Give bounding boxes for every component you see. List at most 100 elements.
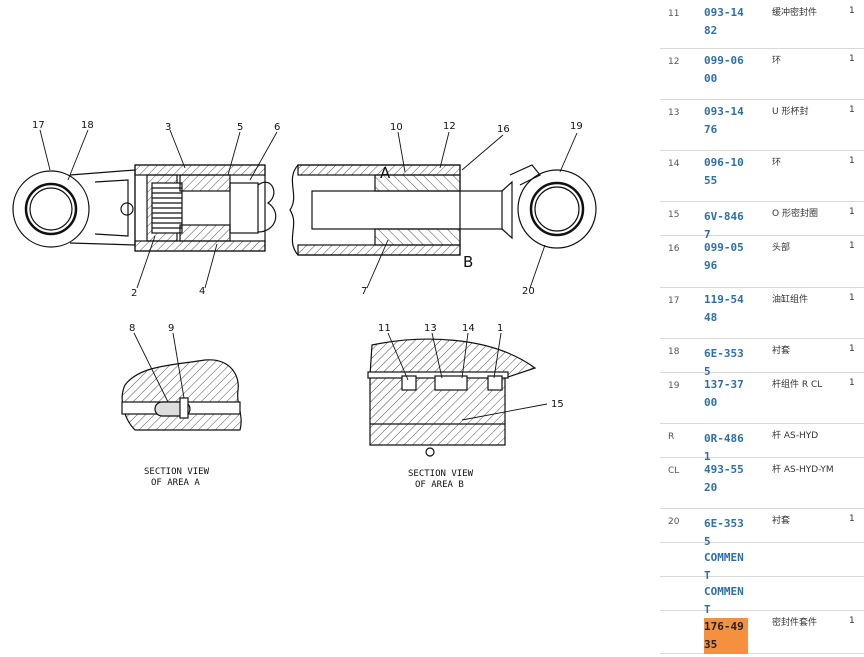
section-view-area-b [367, 338, 537, 457]
part-description: 油缸组件 [772, 295, 809, 305]
part-number-link[interactable]: 6V-8467 [704, 210, 744, 241]
parts-row: COMMENT [660, 542, 864, 582]
item-index: 17 [668, 296, 680, 306]
item-index: 12 [668, 57, 680, 67]
callout-9: 9 [168, 323, 174, 334]
part-description: 环 [772, 56, 782, 66]
part-description: 杆 AS-HYD [772, 431, 819, 441]
leader-lines [39, 129, 578, 421]
callout-17: 17 [32, 120, 45, 131]
section-a-caption-line1: SECTION VIEW [144, 467, 210, 477]
part-quantity: 1 [849, 207, 855, 217]
part-number-link[interactable]: 119-5448 [704, 293, 744, 324]
section-a-caption-line2: OF AREA A [151, 478, 200, 488]
parts-row: 14 096-1055 环 1 [660, 150, 864, 202]
item-index: 19 [668, 381, 680, 391]
part-description: 密封件套件 [772, 618, 818, 628]
parts-row: 176-4935 密封件套件 1 [660, 610, 864, 654]
parts-row: 15 6V-8467 O 形密封圈 1 [660, 201, 864, 241]
parts-row: 17 119-5448 油缸组件 1 [660, 287, 864, 339]
parts-row: 11 093-1482 缓冲密封件 1 [660, 0, 864, 49]
part-quantity: 1 [849, 241, 855, 251]
part-description: U 形杯封 [772, 107, 809, 117]
item-index: R [668, 432, 675, 442]
part-quantity: 1 [849, 105, 855, 115]
part-quantity: 1 [849, 293, 855, 303]
part-description: 杆组件 R CL [772, 380, 823, 390]
section-b-caption-line1: SECTION VIEW [408, 469, 474, 479]
parts-row: 16 099-0596 头部 1 [660, 235, 864, 288]
callout-16: 16 [497, 124, 510, 135]
callout-labels: 17 18 3 5 6 10 12 16 19 2 4 7 20 A B 8 9… [32, 120, 583, 410]
callout-15: 15 [551, 399, 564, 410]
part-number-link[interactable]: 6E-3535 [704, 517, 744, 548]
part-number-link[interactable]: 093-1482 [704, 6, 744, 37]
callout-3: 3 [165, 122, 171, 133]
callout-18: 18 [81, 120, 94, 131]
part-description: 环 [772, 158, 782, 168]
part-number-link[interactable]: 176-4935 [704, 618, 748, 654]
port-label-a: A [380, 164, 391, 182]
item-index: 13 [668, 108, 680, 118]
callout-5: 5 [237, 122, 243, 133]
part-number-link[interactable]: 096-1055 [704, 156, 744, 187]
section-b-caption-line2: OF AREA B [415, 480, 464, 490]
part-number-link[interactable]: 137-3700 [704, 378, 744, 409]
callout-6: 6 [274, 122, 280, 133]
exploded-parts-diagram: 17 18 3 5 6 10 12 16 19 2 4 7 20 A B 8 9… [12, 120, 597, 490]
part-quantity: 1 [849, 378, 855, 388]
part-description: 杆 AS-HYD-YM [772, 465, 834, 475]
callout-14: 14 [462, 323, 475, 334]
part-description: 衬套 [772, 516, 791, 526]
item-index: 16 [668, 244, 680, 254]
parts-row: 12 099-0600 环 1 [660, 48, 864, 100]
callout-10: 10 [390, 122, 403, 133]
part-number-link[interactable]: 493-5520 [704, 463, 744, 494]
item-index: 11 [668, 9, 680, 19]
parts-row: R 0R-4861 杆 AS-HYD [660, 423, 864, 463]
part-description: 头部 [772, 243, 791, 253]
part-description: 衬套 [772, 346, 791, 356]
item-index: 15 [668, 210, 680, 220]
part-number-link[interactable]: COMMENT [704, 551, 744, 582]
callout-11: 11 [378, 323, 391, 334]
section-view-area-a [121, 359, 242, 431]
part-description: O 形密封圈 [772, 209, 818, 219]
callout-2: 2 [131, 288, 137, 299]
callout-8: 8 [129, 323, 135, 334]
callout-19: 19 [570, 121, 583, 132]
callout-4: 4 [199, 286, 205, 297]
parts-row: 13 093-1476 U 形杯封 1 [660, 99, 864, 151]
part-number-link[interactable]: 0R-4861 [704, 432, 744, 463]
part-number-link[interactable]: 093-1476 [704, 105, 744, 136]
parts-row: 18 6E-3535 衬套 1 [660, 338, 864, 378]
item-index: 18 [668, 347, 680, 357]
parts-row: COMMENT [660, 576, 864, 616]
port-label-b: B [463, 253, 473, 271]
item-index: 14 [668, 159, 680, 169]
part-number-link[interactable]: 099-0596 [704, 241, 744, 272]
callout-12: 12 [443, 121, 456, 132]
part-number-link[interactable]: 099-0600 [704, 54, 744, 85]
callout-20: 20 [522, 286, 535, 297]
cylinder-assembly-left [12, 164, 277, 252]
callout-13: 13 [424, 323, 437, 334]
callout-7: 7 [361, 286, 367, 297]
cylinder-assembly-right [289, 164, 597, 256]
part-quantity: 1 [849, 156, 855, 166]
parts-row: CL 493-5520 杆 AS-HYD-YM [660, 457, 864, 509]
part-description: 缓冲密封件 [772, 8, 818, 18]
part-quantity: 1 [849, 6, 855, 16]
part-quantity: 1 [849, 344, 855, 354]
part-number-link[interactable]: COMMENT [704, 585, 744, 616]
item-index: 20 [668, 517, 680, 527]
parts-row: 19 137-3700 杆组件 R CL 1 [660, 372, 864, 424]
callout-1: 1 [497, 323, 503, 334]
part-quantity: 1 [849, 616, 855, 626]
part-quantity: 1 [849, 54, 855, 64]
part-quantity: 1 [849, 514, 855, 524]
part-number-link[interactable]: 6E-3535 [704, 347, 744, 378]
parts-row: 20 6E-3535 衬套 1 [660, 508, 864, 548]
item-index: CL [668, 466, 680, 476]
